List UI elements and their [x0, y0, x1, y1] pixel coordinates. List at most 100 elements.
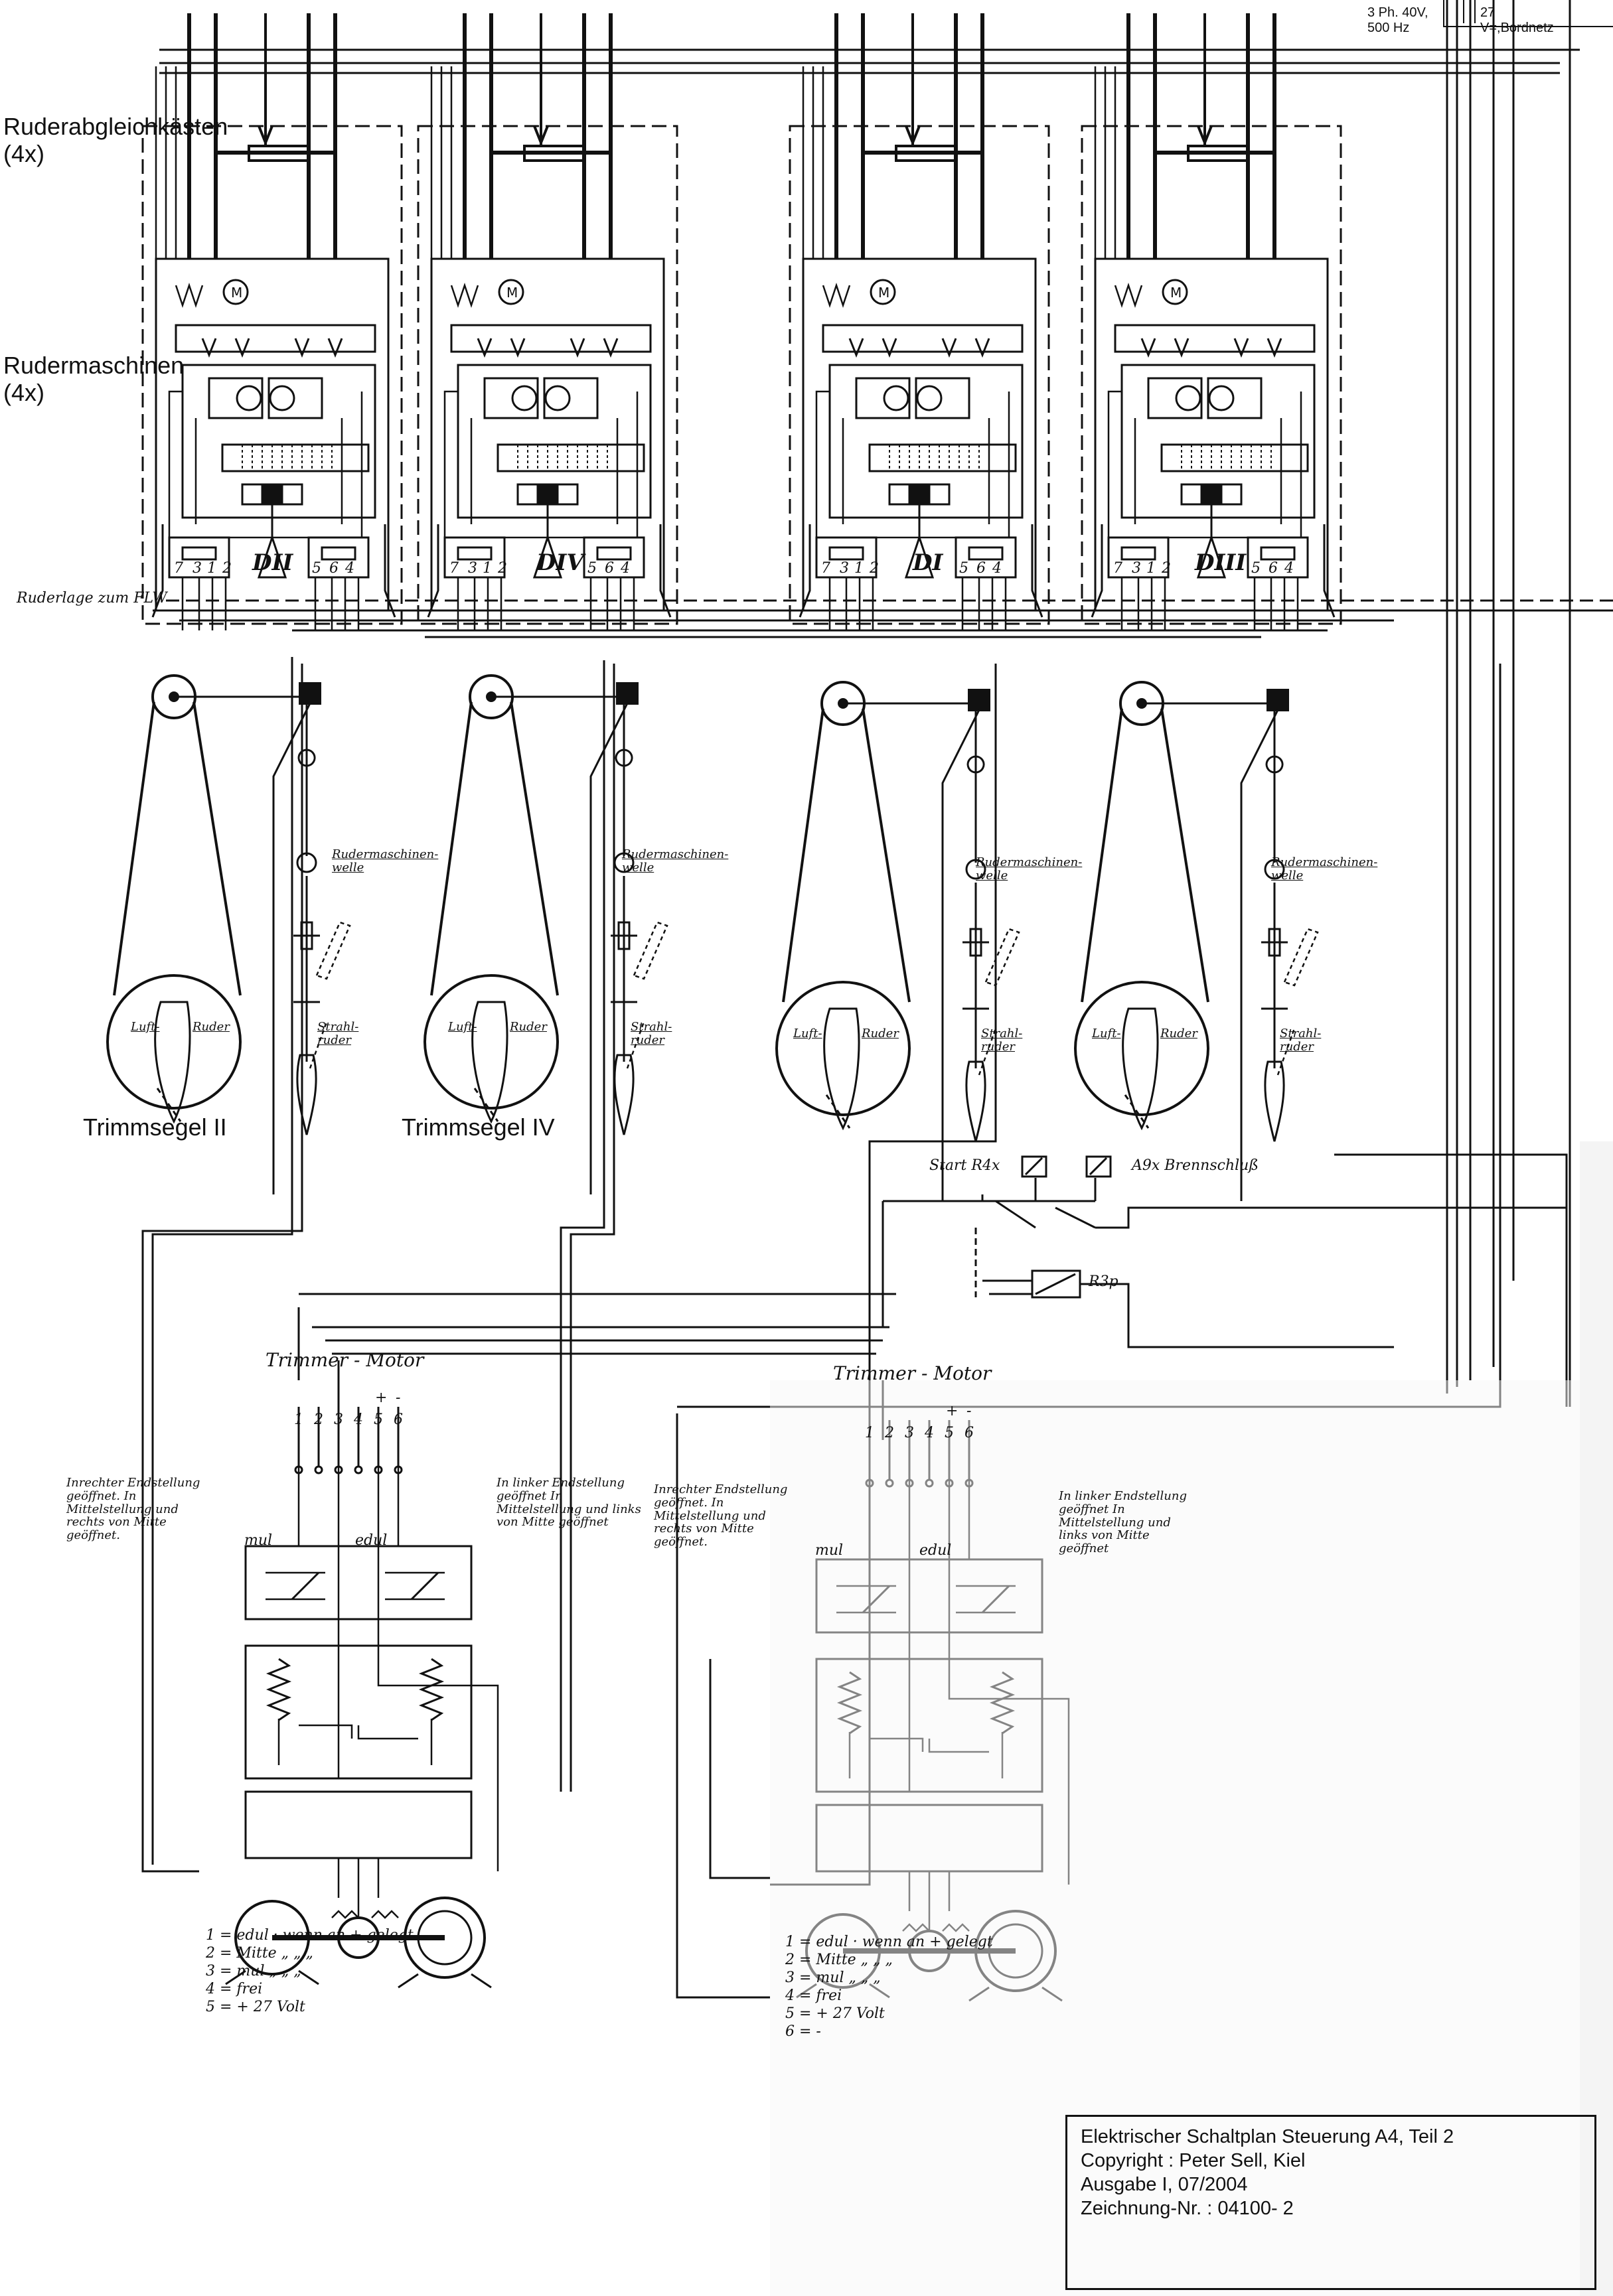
terminal-1: 1 — [483, 560, 492, 577]
legend-right-1: 1 = edul · wenn an + gelegt — [785, 1934, 993, 1950]
shaft-label-i: Rudermaschinen-welle — [976, 855, 1083, 883]
polarity-plus: + — [375, 1390, 388, 1406]
polarity-minus: - — [396, 1390, 401, 1406]
mul-label: mul — [815, 1542, 844, 1559]
terminal-3: 3 — [1132, 560, 1141, 577]
luft-label: Luft- — [793, 1027, 822, 1040]
luft-label: Luft- — [131, 1020, 160, 1034]
strahlruder-label: Strahl-ruder — [631, 1020, 672, 1047]
terminal-3: 3 — [840, 560, 849, 577]
ruder-label: Ruder — [862, 1027, 899, 1040]
title-line-4: Zeichnung-Nr. : 04100- 2 — [1081, 2198, 1294, 2219]
rudder-unit-di — [790, 13, 1049, 630]
terminal-5: 5 — [587, 560, 597, 577]
unit-label-div: DIV — [536, 549, 584, 576]
trimmer-terminal: 4 — [925, 1425, 934, 1441]
scan-shade — [1580, 1141, 1613, 2296]
legend-right-4: 4 = frei — [785, 1987, 842, 2004]
title-block: Elektrischer Schaltplan Steuerung A4, Te… — [1065, 2115, 1596, 2290]
power-bus — [159, 0, 1613, 1407]
note-left-endpos-right: In linker Endstellung geöffnet In Mittel… — [1059, 1489, 1188, 1556]
trimmer-terminal: 2 — [885, 1425, 894, 1441]
terminal-7: 7 — [821, 560, 830, 577]
terminal-6: 6 — [605, 560, 614, 577]
edul-label: edul — [919, 1542, 952, 1559]
trimmer-terminal: 5 — [374, 1411, 383, 1428]
r3p-label: R3p — [1089, 1273, 1118, 1290]
legend-left-4: 4 = frei — [206, 1981, 263, 1997]
terminal-3: 3 — [468, 560, 477, 577]
unit-label-dii: DII — [252, 549, 293, 576]
shaft-label-ii: Rudermaschinen-welle — [332, 847, 439, 875]
ruder-label: Ruder — [192, 1020, 230, 1034]
terminal-5: 5 — [1251, 560, 1261, 577]
terminal-7: 7 — [1113, 560, 1122, 577]
shaft-label-iv: Rudermaschinen-welle — [622, 847, 729, 875]
terminal-1: 1 — [854, 560, 864, 577]
terminal-4: 4 — [1284, 560, 1294, 577]
supply-3ph-label: 3 Ph. 40V, 500 Hz — [1367, 5, 1428, 35]
shaft-label-iii: Rudermaschinen-welle — [1271, 855, 1378, 883]
trimmsegel-i — [775, 681, 1020, 1202]
note-right-endpos-left: Inrechter Endstellung geöffnet. In Mitte… — [66, 1476, 200, 1543]
rudder-unit-dii — [143, 13, 402, 630]
trimmer-terminal: 6 — [964, 1425, 974, 1441]
trimmer-terminal: 3 — [334, 1411, 343, 1428]
terminal-2: 2 — [222, 560, 232, 577]
terminal-2: 2 — [870, 560, 879, 577]
strahlruder-label: Strahl-ruder — [1280, 1027, 1322, 1054]
terminal-4: 4 — [621, 560, 630, 577]
legend-left-1: 1 = edul · wenn an + gelegt — [206, 1927, 414, 1944]
trimmer-motor-left — [226, 1407, 498, 1987]
trimmer-terminal: 6 — [394, 1411, 403, 1428]
terminal-3: 3 — [192, 560, 202, 577]
relay-block — [882, 1155, 1567, 1348]
terminal-6: 6 — [976, 560, 986, 577]
legend-left-2: 2 = Mitte „ „ „ — [206, 1945, 313, 1962]
legend-left-3: 3 = mul „ „ „ — [206, 1963, 301, 1979]
title-line-2: Copyright : Peter Sell, Kiel — [1081, 2150, 1306, 2171]
trimmer-terminal: 4 — [354, 1411, 363, 1428]
terminal-1: 1 — [1146, 560, 1156, 577]
trimmer-terminal: 2 — [314, 1411, 323, 1428]
edul-label: edul — [355, 1532, 388, 1549]
trimmer-title-left: Trimmer - Motor — [266, 1349, 424, 1371]
terminal-4: 4 — [345, 560, 354, 577]
ruderlage-line — [153, 599, 1613, 638]
trimmsegel-ii-label: Trimmsegel II — [83, 1113, 227, 1141]
start-r4x-label: Start R4x — [929, 1157, 1000, 1174]
terminal-1: 1 — [207, 560, 216, 577]
legend-right-6: 6 = - — [785, 2023, 821, 2040]
note-right-endpos-right: Inrechter Endstellung geöffnet. In Mitte… — [654, 1482, 788, 1549]
terminal-2: 2 — [498, 560, 507, 577]
legend-left-5: 5 = + 27 Volt — [206, 1999, 305, 2015]
trimmsegel-iv-label: Trimmsegel IV — [402, 1113, 555, 1141]
luft-label: Luft- — [1092, 1027, 1121, 1040]
polarity-plus: + — [946, 1403, 959, 1419]
legend-right-5: 5 = + 27 Volt — [785, 2005, 885, 2022]
ruder-label: Ruder — [1160, 1027, 1197, 1040]
strahlruder-label: Strahl-ruder — [317, 1020, 359, 1047]
trimmer-terminal: 1 — [865, 1425, 874, 1441]
rudermaschinen-label: Rudermaschinen (4x) — [3, 352, 185, 407]
luft-label: Luft- — [448, 1020, 477, 1034]
ruderabgleich-label: Ruderabgleichkästen (4x) — [3, 113, 228, 168]
rudder-unit-diii — [1082, 13, 1341, 630]
ruder-label: Ruder — [510, 1020, 547, 1034]
trimmer-terminal: 1 — [294, 1411, 303, 1428]
unit-label-diii: DIII — [1195, 549, 1247, 576]
terminal-7: 7 — [449, 560, 459, 577]
polarity-minus: - — [966, 1403, 972, 1419]
ruderlage-label: Ruderlage zum FLW — [17, 590, 167, 607]
title-line-3: Ausgabe I, 07/2004 — [1081, 2174, 1248, 2195]
terminal-5: 5 — [312, 560, 321, 577]
a9x-label: A9x Brennschluß — [1132, 1157, 1259, 1174]
unit-label-di: DI — [913, 549, 943, 576]
scan-shade-2 — [770, 1380, 1580, 2296]
legend-right-3: 3 = mul „ „ „ — [785, 1970, 881, 1986]
terminal-7: 7 — [174, 560, 183, 577]
note-left-endpos-left: In linker Endstellung geöffnet In Mittel… — [497, 1476, 641, 1530]
mul-label: mul — [244, 1532, 273, 1549]
legend-right-2: 2 = Mitte „ „ „ — [785, 1952, 893, 1968]
